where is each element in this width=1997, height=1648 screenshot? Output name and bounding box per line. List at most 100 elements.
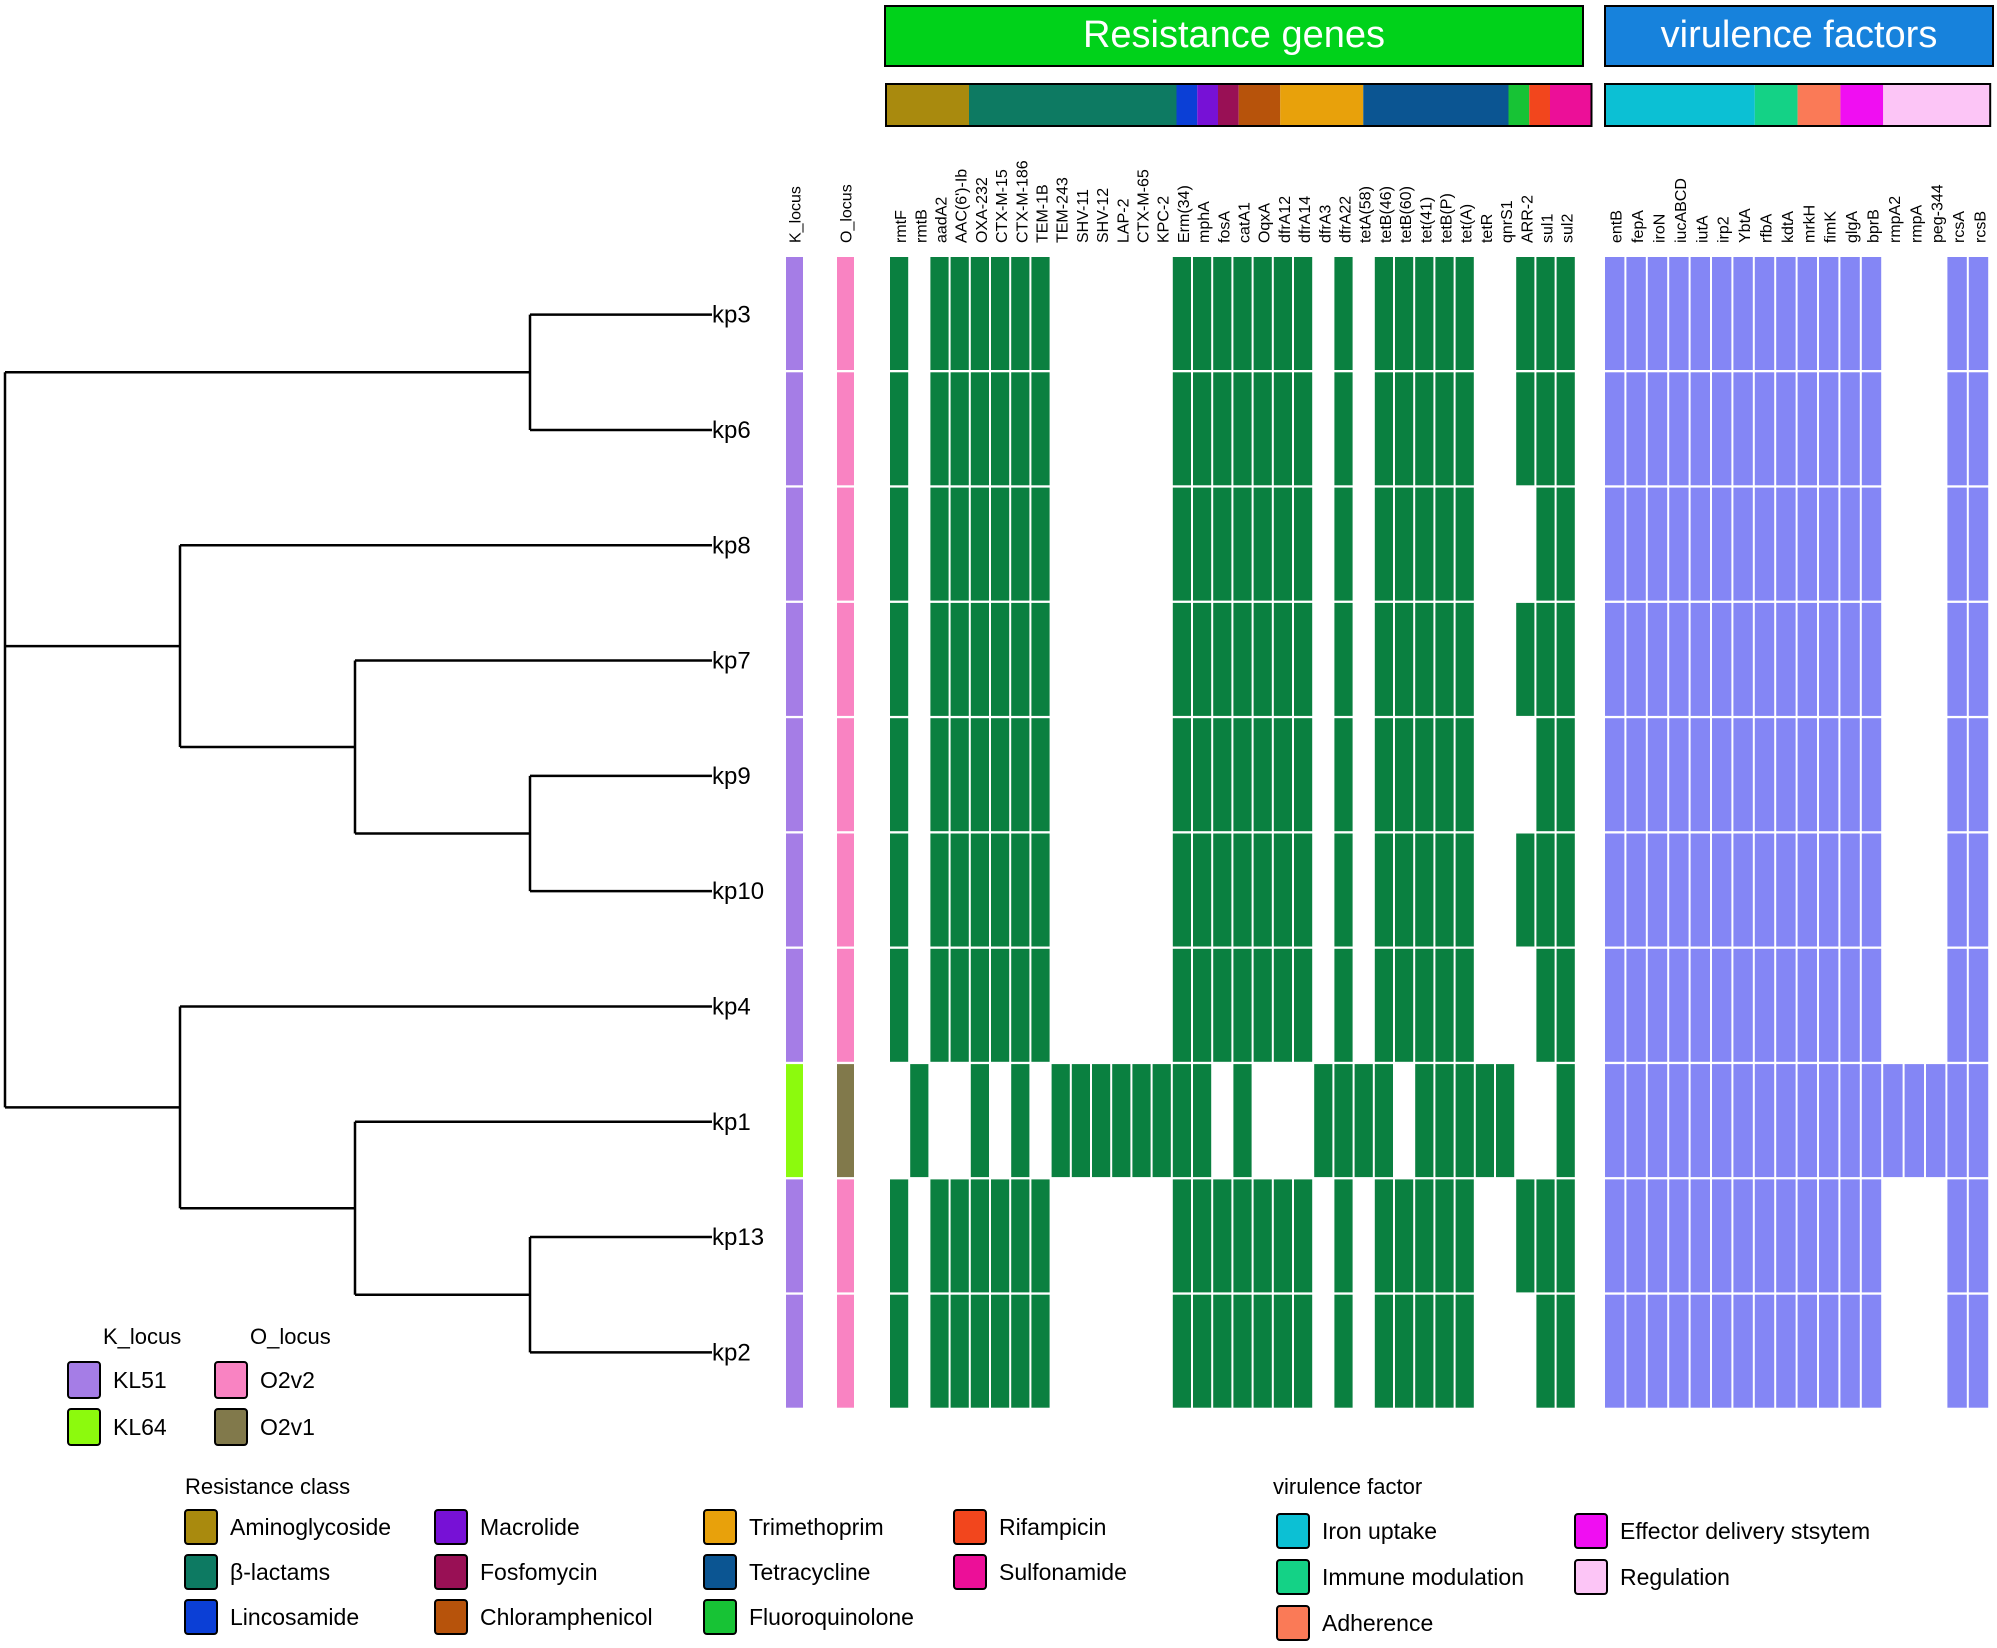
resistance-class-segment-fluoroquinolone (1508, 84, 1530, 126)
column-label-o-locus: O_locus (839, 184, 856, 243)
virulence-cell-kp9-iucabcd (1669, 718, 1689, 832)
virulence-cell-kp3-glga (1840, 257, 1860, 370)
legend-swatch-rifampicin (953, 1509, 987, 1545)
legend-label-immune-modulation: Immune modulation (1322, 1564, 1524, 1590)
virulence-cell-kp13-glga (1840, 1179, 1860, 1293)
resistance-cell-kp10-fosa (1213, 833, 1232, 947)
virulence-cell-kp1-ybta (1733, 1064, 1753, 1178)
resistance-cell-kp1-qnrs1 (1496, 1064, 1515, 1178)
resistance-cell-kp13-ctx-m-15 (991, 1179, 1010, 1293)
resistance-cell-kp4-tetb-p (1435, 948, 1454, 1062)
resistance-cell-kp13-fosa (1213, 1179, 1232, 1293)
resistance-cell-kp6-cata1 (1233, 372, 1252, 486)
resistance-cell-kp13-dfra12 (1273, 1179, 1292, 1293)
resistance-cell-kp4-cata1 (1233, 948, 1252, 1062)
virulence-cell-kp4-irp2 (1712, 948, 1732, 1062)
virulence-cell-kp10-rcsb (1968, 833, 1989, 947)
resistance-cell-kp2-aac-6-ib (950, 1294, 969, 1408)
o-locus-cell-kp9 (837, 718, 854, 832)
resistance-cell-kp8-tetb-60 (1395, 487, 1414, 601)
resistance-cell-kp1-sul2 (1556, 1064, 1575, 1178)
virulence-cell-kp6-kdta (1776, 372, 1796, 486)
virulence-cell-kp6-entb (1605, 372, 1625, 486)
legend-swatch-effector-delivery-stsytem (1574, 1513, 1608, 1549)
virulence-cell-kp13-rcsb (1968, 1179, 1989, 1293)
resistance-class-segment-fosfomycin (1218, 84, 1239, 126)
resistance-cell-kp1-mpha (1193, 1064, 1212, 1178)
resistance-cell-kp13-rmtf (890, 1179, 909, 1293)
resistance-cell-kp8-aac-6-ib (950, 487, 969, 601)
virulence-cell-kp10-entb (1605, 833, 1625, 947)
resistance-cell-kp13-tem-1b (1031, 1179, 1050, 1293)
resistance-class-legend: Aminoglycosideβ-lactamsLincosamideMacrol… (184, 1509, 1127, 1635)
resistance-cell-kp13-mpha (1193, 1179, 1212, 1293)
resistance-cell-kp1-oxa-232 (970, 1064, 989, 1178)
legend-swatch-adherence (1276, 1605, 1310, 1641)
virulence-cell-kp8-irp2 (1712, 487, 1732, 601)
virulence-cell-kp9-glga (1840, 718, 1860, 832)
virulence-cell-kp1-bprb (1861, 1064, 1882, 1178)
virulence-cell-kp6-rcsa (1947, 372, 1967, 486)
column-label-k-locus: K_locus (788, 186, 805, 243)
column-label-aac-6-ib: AAC(6')-Ib (954, 169, 971, 243)
legend-label-lactams: β-lactams (230, 1559, 330, 1585)
resistance-cell-kp9-oqxa (1253, 718, 1272, 832)
resistance-cell-kp6-fosa (1213, 372, 1232, 486)
resistance-cell-kp4-oxa-232 (970, 948, 989, 1062)
virulence-cell-kp9-irp2 (1712, 718, 1732, 832)
legend-swatch-lincosamide (184, 1599, 218, 1635)
resistance-cell-kp9-tem-1b (1031, 718, 1050, 832)
resistance-cell-kp3-fosa (1213, 257, 1232, 370)
virulence-cell-kp1-iuta (1690, 1064, 1710, 1178)
virulence-class-segment-effector-delivery-stsytem (1840, 84, 1884, 126)
resistance-cell-kp10-oqxa (1253, 833, 1272, 947)
virulence-cell-kp2-kdta (1776, 1294, 1796, 1408)
resistance-cell-kp1-tet-a (1455, 1064, 1474, 1178)
legend-label-aminoglycoside: Aminoglycoside (230, 1514, 391, 1540)
locus-cells (786, 257, 854, 1408)
resistance-cell-kp6-aac-6-ib (950, 372, 969, 486)
virulence-cell-kp2-irp2 (1712, 1294, 1732, 1408)
resistance-cell-kp8-tetb-p (1435, 487, 1454, 601)
resistance-cell-kp2-tetb-p (1435, 1294, 1454, 1408)
resistance-cell-kp13-sul2 (1556, 1179, 1575, 1293)
isolate-label-kp2: kp2 (712, 1339, 751, 1366)
column-label-sul2: sul2 (1560, 214, 1577, 243)
resistance-class-segment-lincosamide (1176, 84, 1198, 126)
resistance-cell-kp9-aac-6-ib (950, 718, 969, 832)
column-label-tetb-60: tetB(60) (1398, 186, 1415, 243)
column-label-rmtf: rmtF (893, 210, 910, 243)
resistance-cell-kp9-ctx-m-186 (1011, 718, 1030, 832)
resistance-cell-kp13-cata1 (1233, 1179, 1252, 1293)
resistance-cell-kp1-cata1 (1233, 1064, 1252, 1178)
virulence-cell-kp9-iuta (1690, 718, 1710, 832)
o-locus-cell-kp4 (837, 948, 854, 1062)
resistance-cell-kp9-dfra22 (1334, 718, 1353, 832)
virulence-cell-kp3-iuta (1690, 257, 1710, 370)
virulence-cell-kp7-fepa (1626, 602, 1646, 716)
k-locus-cell-kp7 (786, 602, 803, 716)
resistance-cell-kp7-aada2 (930, 602, 949, 716)
column-label-cata1: catA1 (1237, 202, 1254, 243)
resistance-cell-kp6-ctx-m-15 (991, 372, 1010, 486)
legend-swatch-iron-uptake (1276, 1513, 1310, 1549)
virulence-cell-kp4-bprb (1861, 948, 1882, 1062)
resistance-cell-kp7-rmtf (890, 602, 909, 716)
resistance-cell-kp10-dfra14 (1294, 833, 1313, 947)
virulence-cell-kp4-iron (1647, 948, 1668, 1062)
resistance-cell-kp4-tetb-60 (1395, 948, 1414, 1062)
virulence-cell-kp4-entb (1605, 948, 1625, 1062)
resistance-cell-kp9-tet-41 (1415, 718, 1434, 832)
legend-label-trimethoprim: Trimethoprim (749, 1514, 884, 1540)
legend-label-effector-delivery-stsytem: Effector delivery stsytem (1620, 1518, 1870, 1544)
resistance-cell-kp6-tem-1b (1031, 372, 1050, 486)
resistance-cell-kp3-tetb-46 (1374, 257, 1393, 370)
virulence-cell-kp6-iucabcd (1669, 372, 1689, 486)
virulence-cell-kp10-kdta (1776, 833, 1796, 947)
virulence-cell-kp3-entb (1605, 257, 1625, 370)
resistance-cell-kp10-cata1 (1233, 833, 1252, 947)
virulence-cell-kp1-iron (1647, 1064, 1668, 1178)
column-label-lap-2: LAP-2 (1115, 198, 1132, 243)
column-label-shv-12: SHV-12 (1095, 188, 1112, 243)
legend-label-kl51: KL51 (113, 1367, 167, 1393)
